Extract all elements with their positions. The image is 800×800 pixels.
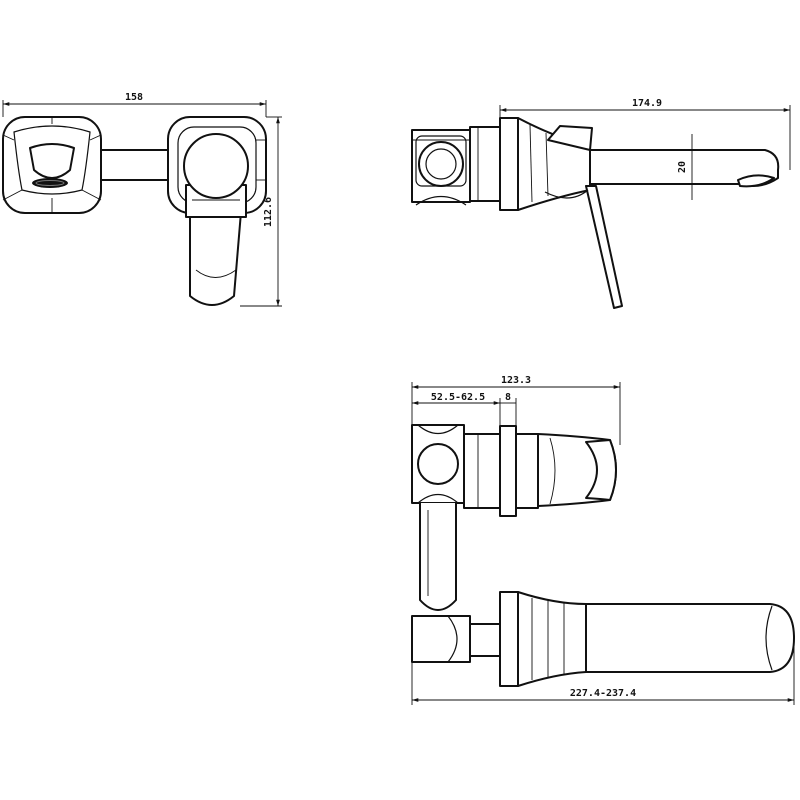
top-length-label: 123.3: [501, 375, 531, 386]
side-length-label: 174.9: [632, 98, 662, 109]
front-height-label: 112.6: [263, 197, 274, 227]
dimension-front-width: 158: [2, 92, 267, 117]
top-view: 123.3 52.5-62.5 8 227.4-237.4: [411, 375, 795, 705]
front-view: 158 112.6: [2, 92, 282, 307]
top-range-label: 52.5-62.5: [431, 392, 485, 403]
dimension-bottom-total: 227.4-237.4: [411, 640, 795, 705]
dimension-spout-height: 20: [677, 134, 696, 200]
front-width-label: 158: [125, 92, 143, 103]
bottom-total-label: 227.4-237.4: [570, 688, 636, 699]
front-lever-assembly: [167, 116, 267, 306]
side-view: 174.9 20: [411, 98, 791, 309]
dimension-top-small: 8: [500, 392, 516, 404]
dimension-top-range: 52.5-62.5: [412, 392, 517, 426]
front-escutcheon: [2, 116, 102, 214]
spout-height-label: 20: [677, 161, 688, 173]
dimension-side-length: 174.9: [499, 98, 791, 170]
dimension-front-height: 112.6: [240, 116, 282, 307]
top-small-label: 8: [505, 392, 511, 403]
